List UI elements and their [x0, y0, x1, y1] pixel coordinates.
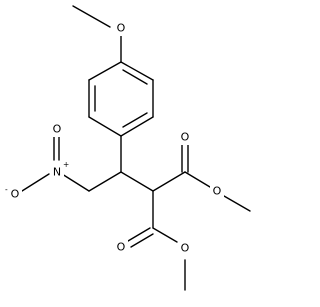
atom-label-o-upper-ether: O [213, 185, 222, 198]
atom-label-o-nitro-double: O [53, 123, 62, 136]
atom-n-nitro: N + [50, 160, 69, 179]
atom-o-nitro-single: - O [5, 185, 22, 202]
atom-o-lower-ether: O [178, 240, 192, 256]
bond-ch-to-upper-carbonyl-c [152, 171, 186, 192]
atom-o-nitro-double: O [50, 121, 64, 137]
bond-upper-ether-o-to-methyl [223, 195, 251, 212]
atom-label-n-nitro: N [53, 166, 61, 179]
bond-ring-3 [120, 116, 154, 137]
atom-label-o-upper-carbonyl: O [181, 131, 190, 144]
atom-label-o-lower-carbonyl: O [117, 241, 126, 254]
bond-lower-c-to-ether-o [152, 227, 178, 243]
bond-ch-to-malonate-ch [120, 171, 154, 192]
bond-ring-double-1 [122, 69, 148, 85]
bond-ch-to-ch2 [88, 171, 122, 192]
atom-o-upper-carbonyl: O [178, 129, 192, 145]
bond-lower-carbonyl-double-b [130, 233, 154, 248]
bond-ch2-to-n [61, 173, 90, 192]
bond-upper-c-to-ether-o [184, 171, 211, 188]
atom-o-lower-carbonyl: O [114, 239, 128, 255]
chemical-structure-diagram: O O O O O N + O - O [5, 5, 251, 291]
bond-ring-4 [88, 116, 122, 137]
bond-ring-1 [120, 61, 154, 81]
atom-o-methoxy: O [114, 20, 128, 36]
atom-label-o-lower-ether: O [181, 242, 190, 255]
charge-label-o-minus: - [5, 185, 8, 194]
bond-lower-carbonyl-double-a [127, 227, 151, 242]
bond-methyl-o-top [72, 5, 111, 28]
bond-ring-double-2 [122, 112, 148, 128]
bond-n-o-single [21, 173, 50, 192]
atom-o-upper-ether: O [210, 183, 224, 199]
atom-label-o-methoxy: O [117, 22, 126, 35]
charge-label-n-plus: + [63, 160, 69, 169]
atom-label-o-nitro-single: O [11, 188, 20, 201]
bond-ring-6 [88, 61, 122, 81]
